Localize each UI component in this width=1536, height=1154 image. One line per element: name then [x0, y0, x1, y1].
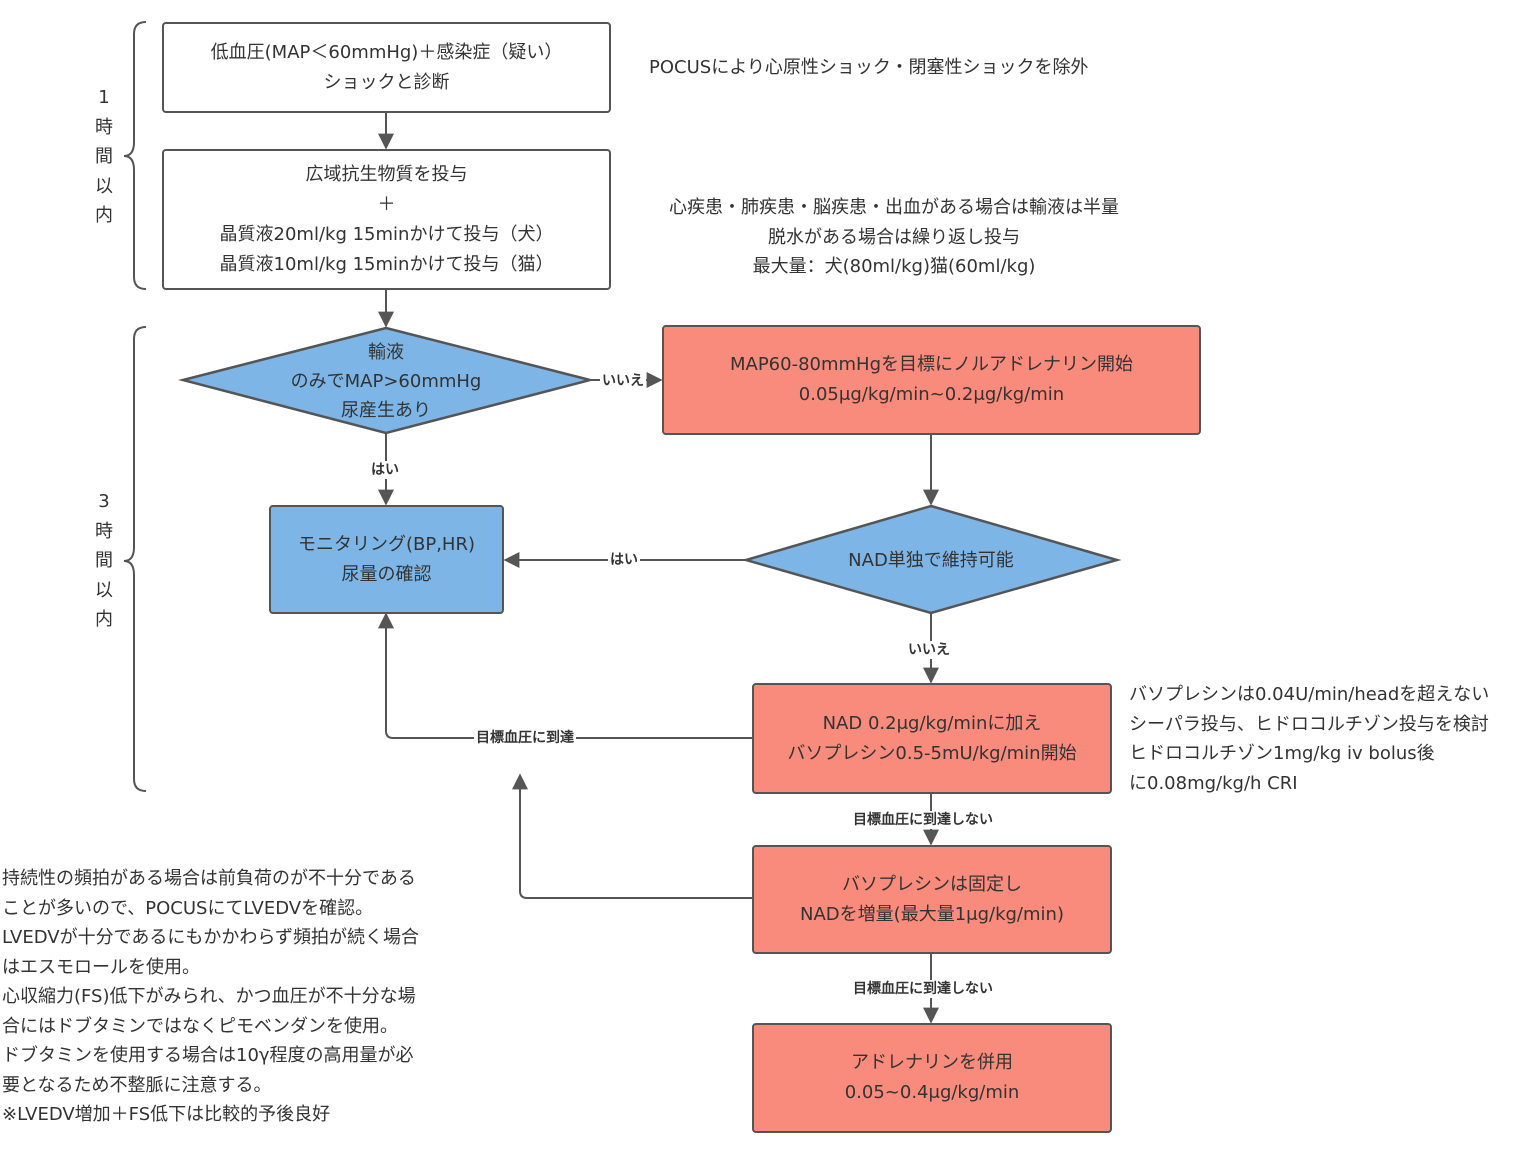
monitoring-node: モニタリング(BP,HR) 尿量の確認 [269, 505, 504, 614]
note-fluid: 心疾患・肺疾患・脳疾患・出血がある場合は輸液は半量 脱水がある場合は繰り返し投与… [669, 197, 1119, 277]
nad-decision-text: NAD単独で維持可能 [848, 549, 1014, 571]
fluid-decision-text: 輸液 のみでMAP>60mmHg 尿産生あり [290, 341, 482, 421]
phase2-label: 3 時 間 以 内 [95, 491, 113, 630]
increase-nad-node: バソプレシンは固定し NADを増量(最大量1μg/kg/min) [752, 845, 1112, 954]
noradrenaline-node: MAP60-80mmHgを目標にノルアドレナリン開始 0.05μg/kg/min… [662, 325, 1201, 435]
phase2-brace [123, 326, 147, 792]
antibiotics-node: 広域抗生物質を投与 ＋ 晶質液20ml/kg 15minかけて投与（犬） 晶質液… [162, 149, 611, 290]
note-vasopressin: バソプレシンは0.04U/min/headを超えない シーパラ投与、ヒドロコルチ… [1129, 684, 1490, 794]
edge-label-no1: いいえ [600, 372, 646, 390]
note-pocus: POCUSにより心原性ショック・閉塞性ショックを除外 [649, 57, 1089, 78]
adrenaline-node: アドレナリンを併用 0.05~0.4μg/kg/min [752, 1023, 1112, 1133]
phase1-label: 1 時 間 以 内 [95, 87, 113, 226]
start-node: 低血圧(MAP＜60mmHg)＋感染症（疑い） ショックと診断 [162, 22, 611, 113]
arrow-vasopressin-to-monitoring [378, 612, 753, 739]
note-tachycardia: 持続性の頻拍がある場合は前負荷のが不十分である ことが多いので、POCUSにてL… [2, 868, 420, 1125]
edge-label-no2: いいえ [906, 641, 952, 659]
phase1-brace [123, 21, 147, 290]
edge-label-not-reached2: 目標血圧に到達しない [851, 980, 995, 998]
edge-label-yes1: はい [369, 461, 401, 479]
edge-label-not-reached1: 目標血圧に到達しない [851, 811, 995, 829]
arrow-increase-to-target [512, 773, 753, 899]
vasopressin-node: NAD 0.2μg/kg/minに加え バソプレシン0.5-5mU/kg/min… [752, 683, 1112, 794]
edge-label-target-reached: 目標血圧に到達 [474, 729, 576, 747]
edge-label-yes2: はい [608, 551, 640, 569]
